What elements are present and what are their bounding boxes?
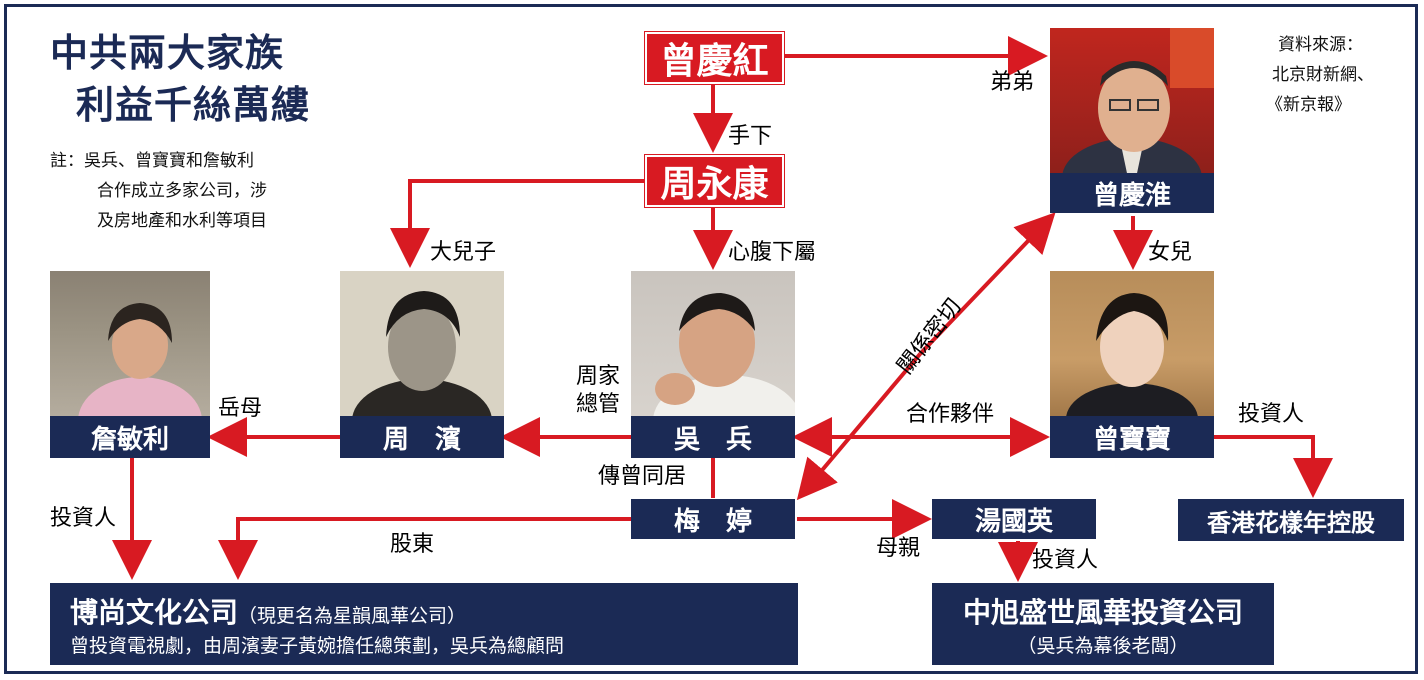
arrow-shareholder [218,517,635,580]
arrow-close-down [796,352,922,501]
source-line-3: 《新京報》 [1266,95,1351,115]
company-boshang-desc: 曾投資電視劇，由周濱妻子黃婉擔任總策劃，吳兵為總顧問 [70,635,565,657]
label-zhou-family-1: 周家 [576,364,621,389]
arrow-close-up [918,212,1056,356]
photo-zeng-baobao [1050,271,1214,419]
title-line-1: 中共兩大家族 [50,30,285,75]
portrait-wu-bing [653,293,795,419]
photo-zhan-minli [50,271,210,419]
label-shareholder: 股東 [390,532,435,557]
photo-zhou-bin [340,271,504,419]
portrait-zeng-qinghuai [1062,28,1214,178]
node-zhan-minli: 詹敏利 [50,416,210,458]
company-boshang: 博尚文化公司（現更名為星韻風華公司） 曾投資電視劇，由周濱妻子黃婉擔任總策劃，吳… [50,583,798,665]
node-hk-company: 香港花樣年控股 [1178,499,1404,541]
company-boshang-sub: （現更名為星韻風華公司） [238,605,467,627]
node-tang-guoying: 湯國英 [932,499,1096,539]
label-eldest-son: 大兒子 [430,240,497,265]
company-zhongxu-name: 中旭盛世風華投資公司 [962,596,1243,629]
node-zeng-baobao: 曾寶寶 [1050,416,1214,458]
label-mother: 母親 [876,536,921,561]
note-line-2: 合作成立多家公司，涉 [97,181,267,201]
arrow-eldest-son [390,179,645,268]
portrait-zhan-minli [78,303,202,419]
label-partner: 合作夥伴 [906,402,995,427]
label-zhou-family-2: 總管 [576,392,621,417]
company-boshang-name: 博尚文化公司 [70,596,239,629]
node-zeng-qinghong: 曾慶紅 [645,32,784,84]
title-line-2: 利益千絲萬縷 [76,82,311,127]
label-subordinate: 手下 [728,124,773,149]
portrait-zhou-bin [352,291,492,419]
label-investor-zhongxu: 投資人 [1032,548,1099,573]
label-investor-hk: 投資人 [1238,402,1305,427]
note-line-1: 註：吳兵、曾寶寶和詹敏利 [50,151,254,171]
node-zeng-qinghuai: 曾慶淮 [1050,173,1214,213]
arrow-investor-hk [1214,435,1333,498]
source-line-2: 北京財新網、 [1272,65,1374,85]
label-confidant: 心腹下屬 [728,240,817,265]
label-mother-in-law: 岳母 [218,396,263,421]
node-zhou-yongkang: 周永康 [645,155,784,207]
company-zhongxu: 中旭盛世風華投資公司 （吳兵為幕後老闆） [932,583,1274,665]
frame-border [4,4,1418,674]
node-wu-bing: 吳 兵 [631,416,795,458]
node-zhou-bin: 周 濱 [340,416,504,458]
photo-zeng-qinghuai [1050,28,1214,178]
label-daughter: 女兒 [1148,240,1193,265]
label-cohabit: 傳曾同居 [598,464,687,489]
photo-wu-bing [631,271,795,419]
portrait-zeng-baobao [1066,293,1198,419]
label-brother: 弟弟 [990,70,1035,95]
label-investor-boshang: 投資人 [50,506,117,531]
note-line-3: 及房地產和水利等項目 [97,211,267,231]
company-zhongxu-sub: （吳兵為幕後老闆） [1017,635,1189,657]
node-mei-ting: 梅 婷 [631,499,795,539]
source-line-1: 資料來源： [1278,35,1363,55]
